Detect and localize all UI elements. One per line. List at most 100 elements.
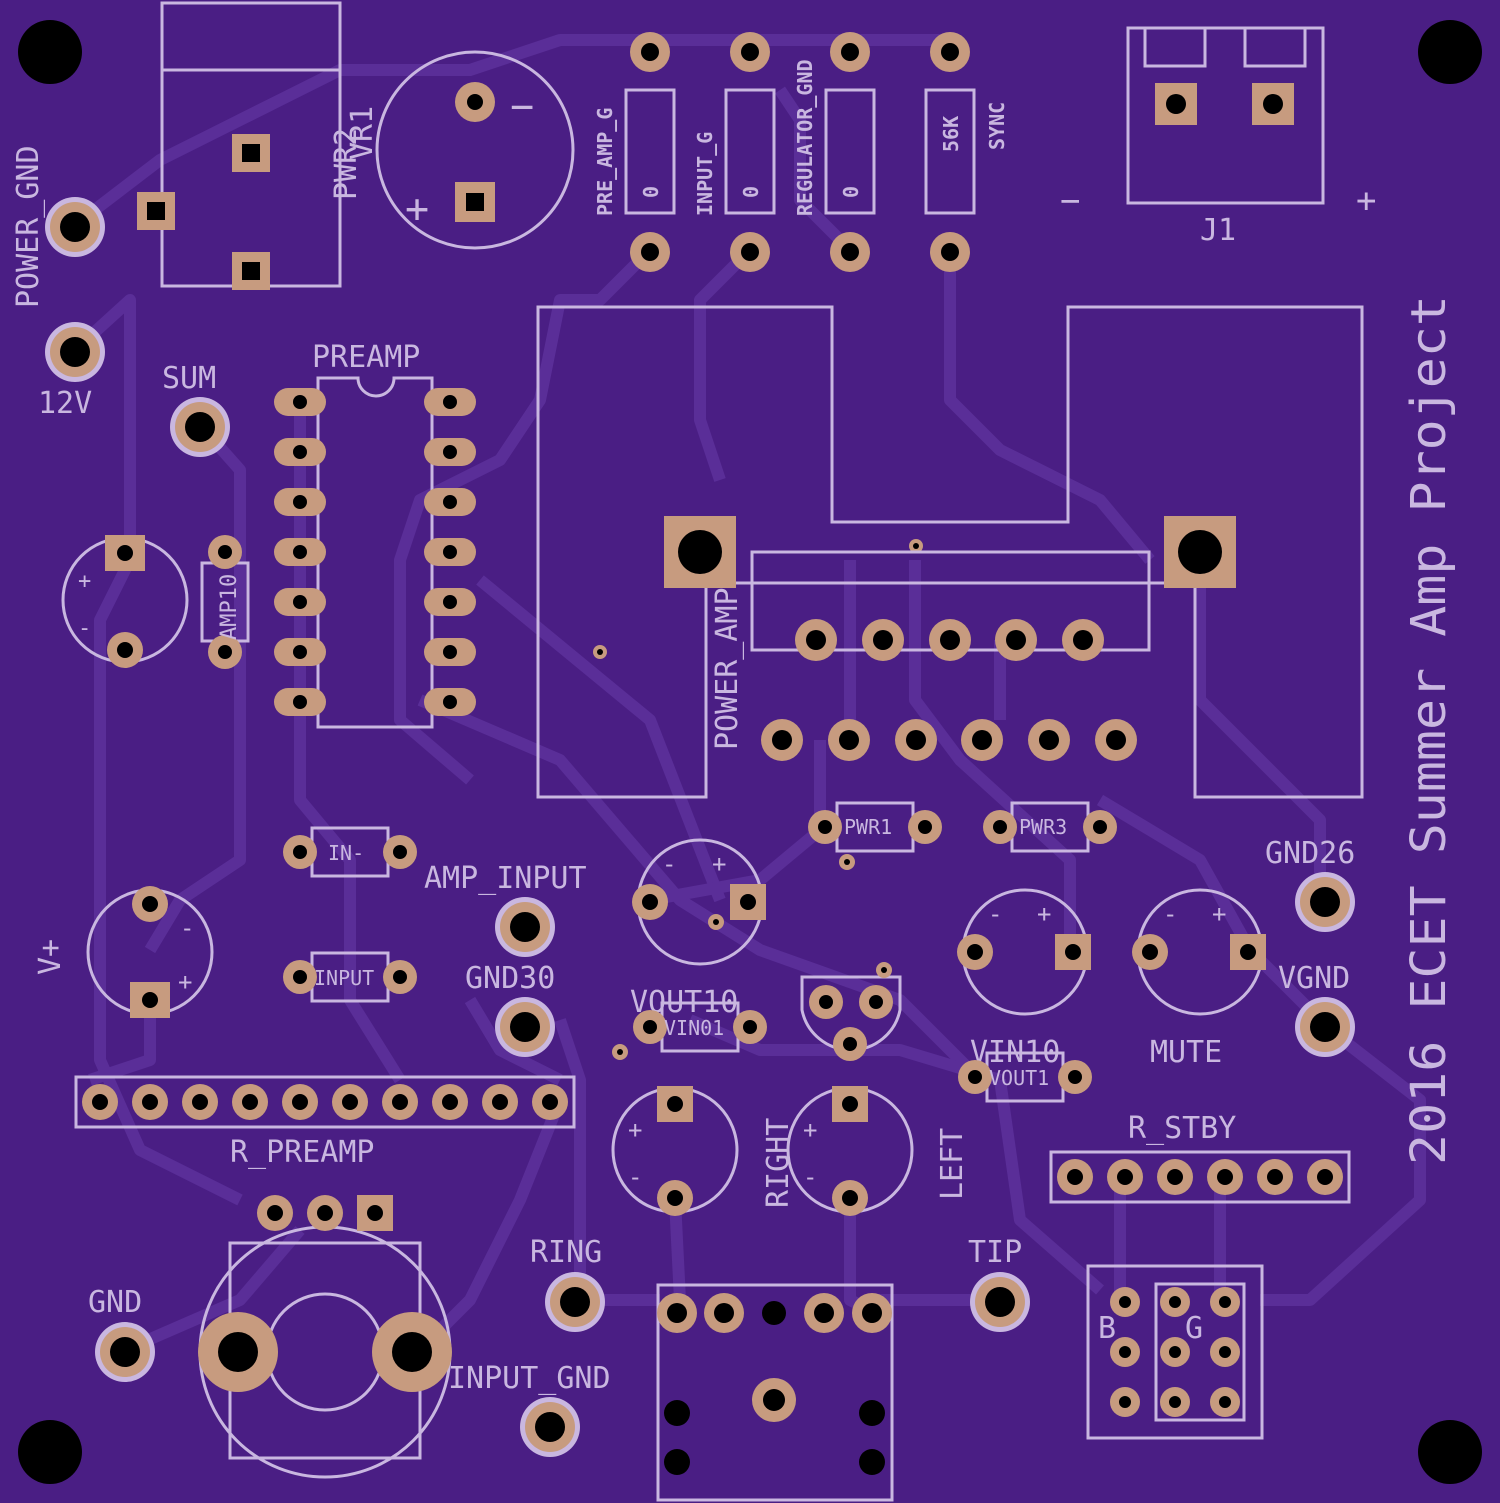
bg-led-block <box>1086 1264 1264 1440</box>
svg-text:-: - <box>78 616 91 641</box>
gnd-pad[interactable] <box>95 1322 155 1382</box>
ring-pad[interactable] <box>545 1272 605 1332</box>
jumper-resistors <box>624 32 976 272</box>
amp-input-label: AMP_INPUT <box>424 861 587 896</box>
vr1-minus-label: − <box>510 84 534 130</box>
svg-text:-: - <box>1163 900 1177 928</box>
left-capacitor: + - <box>786 1086 914 1216</box>
vin01-via-hole <box>617 1049 623 1055</box>
pwr2-label: PWR2 <box>329 128 364 200</box>
in-minus-label: IN- <box>328 841 364 865</box>
input-gnd-label: INPUT_GND <box>448 1361 611 1396</box>
sum-pad[interactable] <box>170 397 230 457</box>
amp10-capacitor: + - <box>61 535 189 668</box>
vr1-label: VR1 <box>345 106 380 160</box>
heatsink-outline <box>536 305 1364 799</box>
amp-input-pad[interactable] <box>495 897 555 957</box>
power-gnd-pad[interactable] <box>45 197 105 257</box>
gnd-label: GND <box>88 1285 142 1320</box>
board-title: 2016 ECET Summer Amp Project <box>1401 295 1457 1165</box>
svg-text:+: + <box>1037 900 1051 928</box>
amp10-resistor <box>200 535 250 669</box>
r-preamp-header <box>74 1075 576 1129</box>
pwr3-label: PWR3 <box>1019 815 1067 839</box>
tip-label: TIP <box>968 1235 1022 1270</box>
jumper-value-1: 0 <box>639 186 663 198</box>
j1-plus-label: + <box>1356 181 1376 221</box>
svg-text:+: + <box>803 1116 817 1144</box>
to92-transistor <box>800 962 902 1061</box>
preamp-ic <box>274 376 476 729</box>
g-label: G <box>1185 1311 1203 1346</box>
vr1-capacitor <box>375 50 575 250</box>
b-label: B <box>1098 1311 1116 1346</box>
jumper-value-3: 0 <box>839 186 863 198</box>
r-preamp-label: R_PREAMP <box>230 1135 375 1170</box>
jumper-value-2: 0 <box>739 186 763 198</box>
sum-label: SUM <box>162 361 216 396</box>
j1-minus-label: − <box>1060 181 1080 221</box>
input-g-label: INPUT_G <box>693 132 717 216</box>
vout1-label: VOUT1 <box>989 1066 1049 1090</box>
svg-text:+: + <box>178 968 192 996</box>
mute-label: MUTE <box>1150 1035 1222 1070</box>
pwr2-footprint <box>137 1 342 290</box>
pwr1-resistor <box>808 801 942 853</box>
r-stby-label: R_STBY <box>1128 1111 1236 1146</box>
vin01-resistor <box>633 1001 767 1053</box>
v-plus-capacitor: - + <box>86 886 214 1018</box>
gnd26-label: GND26 <box>1265 836 1355 871</box>
svg-text:-: - <box>662 850 676 878</box>
in-minus-resistor <box>283 826 417 878</box>
power-amp-ic <box>750 550 1151 761</box>
input-resistor <box>283 951 417 1003</box>
v12-pad[interactable] <box>45 322 105 382</box>
heatsink-via-a-hole <box>597 649 603 655</box>
capacitor-mute-right: - + <box>1132 888 1266 1016</box>
j1-label: J1 <box>1200 213 1236 248</box>
input-gnd-pad[interactable] <box>520 1397 580 1457</box>
input-label: INPUT <box>314 966 374 990</box>
right-capacitor: + - <box>611 1086 739 1216</box>
preamp-label: PREAMP <box>312 340 420 375</box>
heatsink-mount-pads <box>664 516 1236 588</box>
left-label: LEFT <box>935 1128 970 1200</box>
pwr1-label: PWR1 <box>844 815 892 839</box>
svg-text:-: - <box>628 1163 642 1191</box>
capacitor-mute-left: - + <box>957 888 1091 1016</box>
v-plus-label: V+ <box>33 939 68 975</box>
mounting-holes <box>18 20 1482 1484</box>
amp10-label: AMP10 <box>217 574 242 640</box>
resistor-56k-value: 56K <box>939 116 963 152</box>
audio-jack <box>656 1283 894 1502</box>
potentiometer <box>198 1195 452 1479</box>
svg-text:+: + <box>628 1116 642 1144</box>
v12-label: 12V <box>38 386 92 421</box>
pwr3-resistor <box>983 801 1117 853</box>
svg-text:-: - <box>988 900 1002 928</box>
power-amp-label: POWER_AMP <box>710 587 745 750</box>
vin01-label: VIN01 <box>664 1016 724 1040</box>
vout1-resistor <box>958 1051 1092 1103</box>
amp-input-capacitor: - + <box>632 838 766 966</box>
svg-text:+: + <box>1212 900 1226 928</box>
gnd26-pad[interactable] <box>1295 872 1355 932</box>
ring-label: RING <box>530 1235 602 1270</box>
sync-label: SYNC <box>985 102 1009 150</box>
pwr1-via-hole <box>844 859 850 865</box>
gnd30-pad[interactable] <box>495 997 555 1057</box>
tip-pad[interactable] <box>970 1272 1030 1332</box>
regulator-gnd-label: REGULATOR_GND <box>793 59 817 216</box>
svg-text:+: + <box>78 569 91 594</box>
r-stby-header <box>1049 1150 1351 1204</box>
pre-amp-g-label: PRE_AMP_G <box>593 108 617 216</box>
vgnd-label: VGND <box>1278 961 1350 996</box>
j1-connector <box>1126 26 1325 205</box>
vgnd-pad[interactable] <box>1295 997 1355 1057</box>
svg-text:-: - <box>180 914 194 942</box>
vr1-plus-label: + <box>405 186 429 232</box>
svg-text:+: + <box>712 850 726 878</box>
heatsink-via-b-hole <box>913 543 919 549</box>
power-gnd-label: POWER_GND <box>11 145 46 308</box>
